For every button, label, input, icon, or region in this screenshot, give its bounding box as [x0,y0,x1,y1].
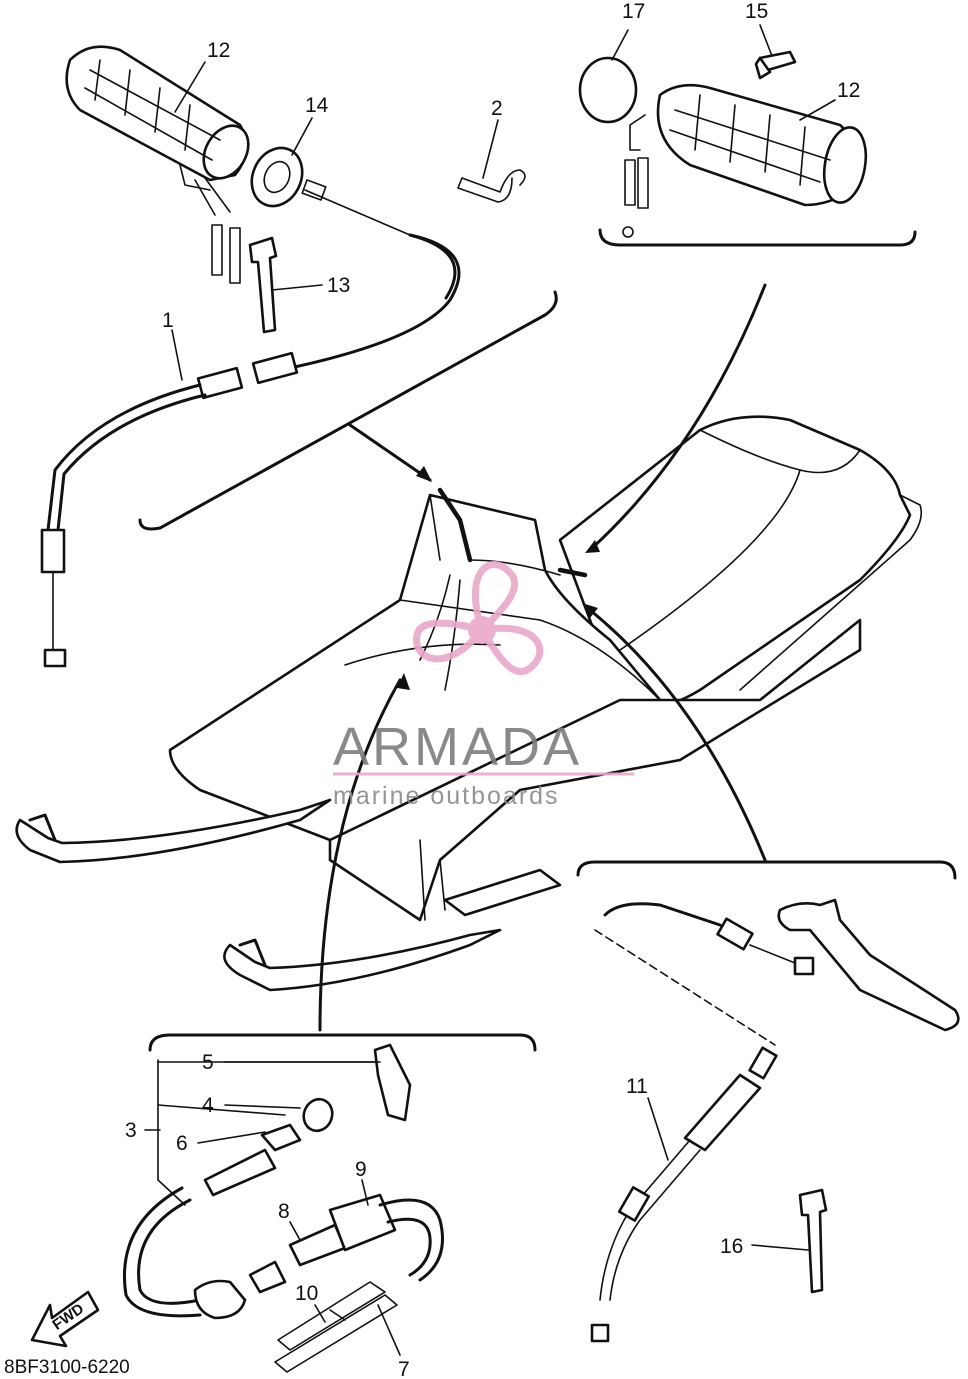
callout-4: 4 [202,1094,214,1117]
callout-5: 5 [202,1051,214,1074]
callout-11: 11 [626,1075,648,1098]
callout-8: 8 [278,1200,290,1223]
callout-7: 7 [398,1358,410,1379]
detail-brackets [138,228,957,1052]
cable-tie [248,236,278,334]
part-code: 8BF3100-6220 [4,1357,130,1378]
callout-16: 16 [720,1235,743,1258]
switch-assembly [123,1043,444,1373]
callout-14: 14 [305,94,329,117]
watermark-subtitle: marine outboards [333,782,560,810]
callout-1: 1 [162,309,174,332]
callout-12-right: 12 [837,79,860,102]
callout-15: 15 [745,0,768,23]
right-handlebar-grip [578,50,868,238]
callout-9: 9 [355,1158,367,1181]
watermark-logo: ARMADA marine outboards [333,561,634,810]
propeller-icon [413,561,544,676]
callout-labels: 12 14 2 17 15 12 13 1 5 4 3 6 9 8 10 7 1… [125,0,860,1379]
callout-6: 6 [176,1132,188,1155]
forward-arrow-icon: FWD [30,1290,100,1348]
brake-lever-assembly [590,898,960,1343]
ring-part [250,146,304,208]
snowmobile-illustration [15,415,923,992]
callout-12-left: 12 [207,39,230,62]
callout-2: 2 [491,97,503,120]
throttle-cable [40,179,461,668]
callout-17: 17 [622,0,645,23]
cable-tie-lower [798,1188,828,1294]
clip-part [457,169,526,203]
watermark-title: ARMADA [333,717,582,777]
left-handlebar-grip [65,45,250,284]
callout-3: 3 [125,1119,137,1142]
callout-10: 10 [295,1282,318,1305]
callout-leaders [144,24,836,1356]
callout-13: 13 [327,274,350,297]
